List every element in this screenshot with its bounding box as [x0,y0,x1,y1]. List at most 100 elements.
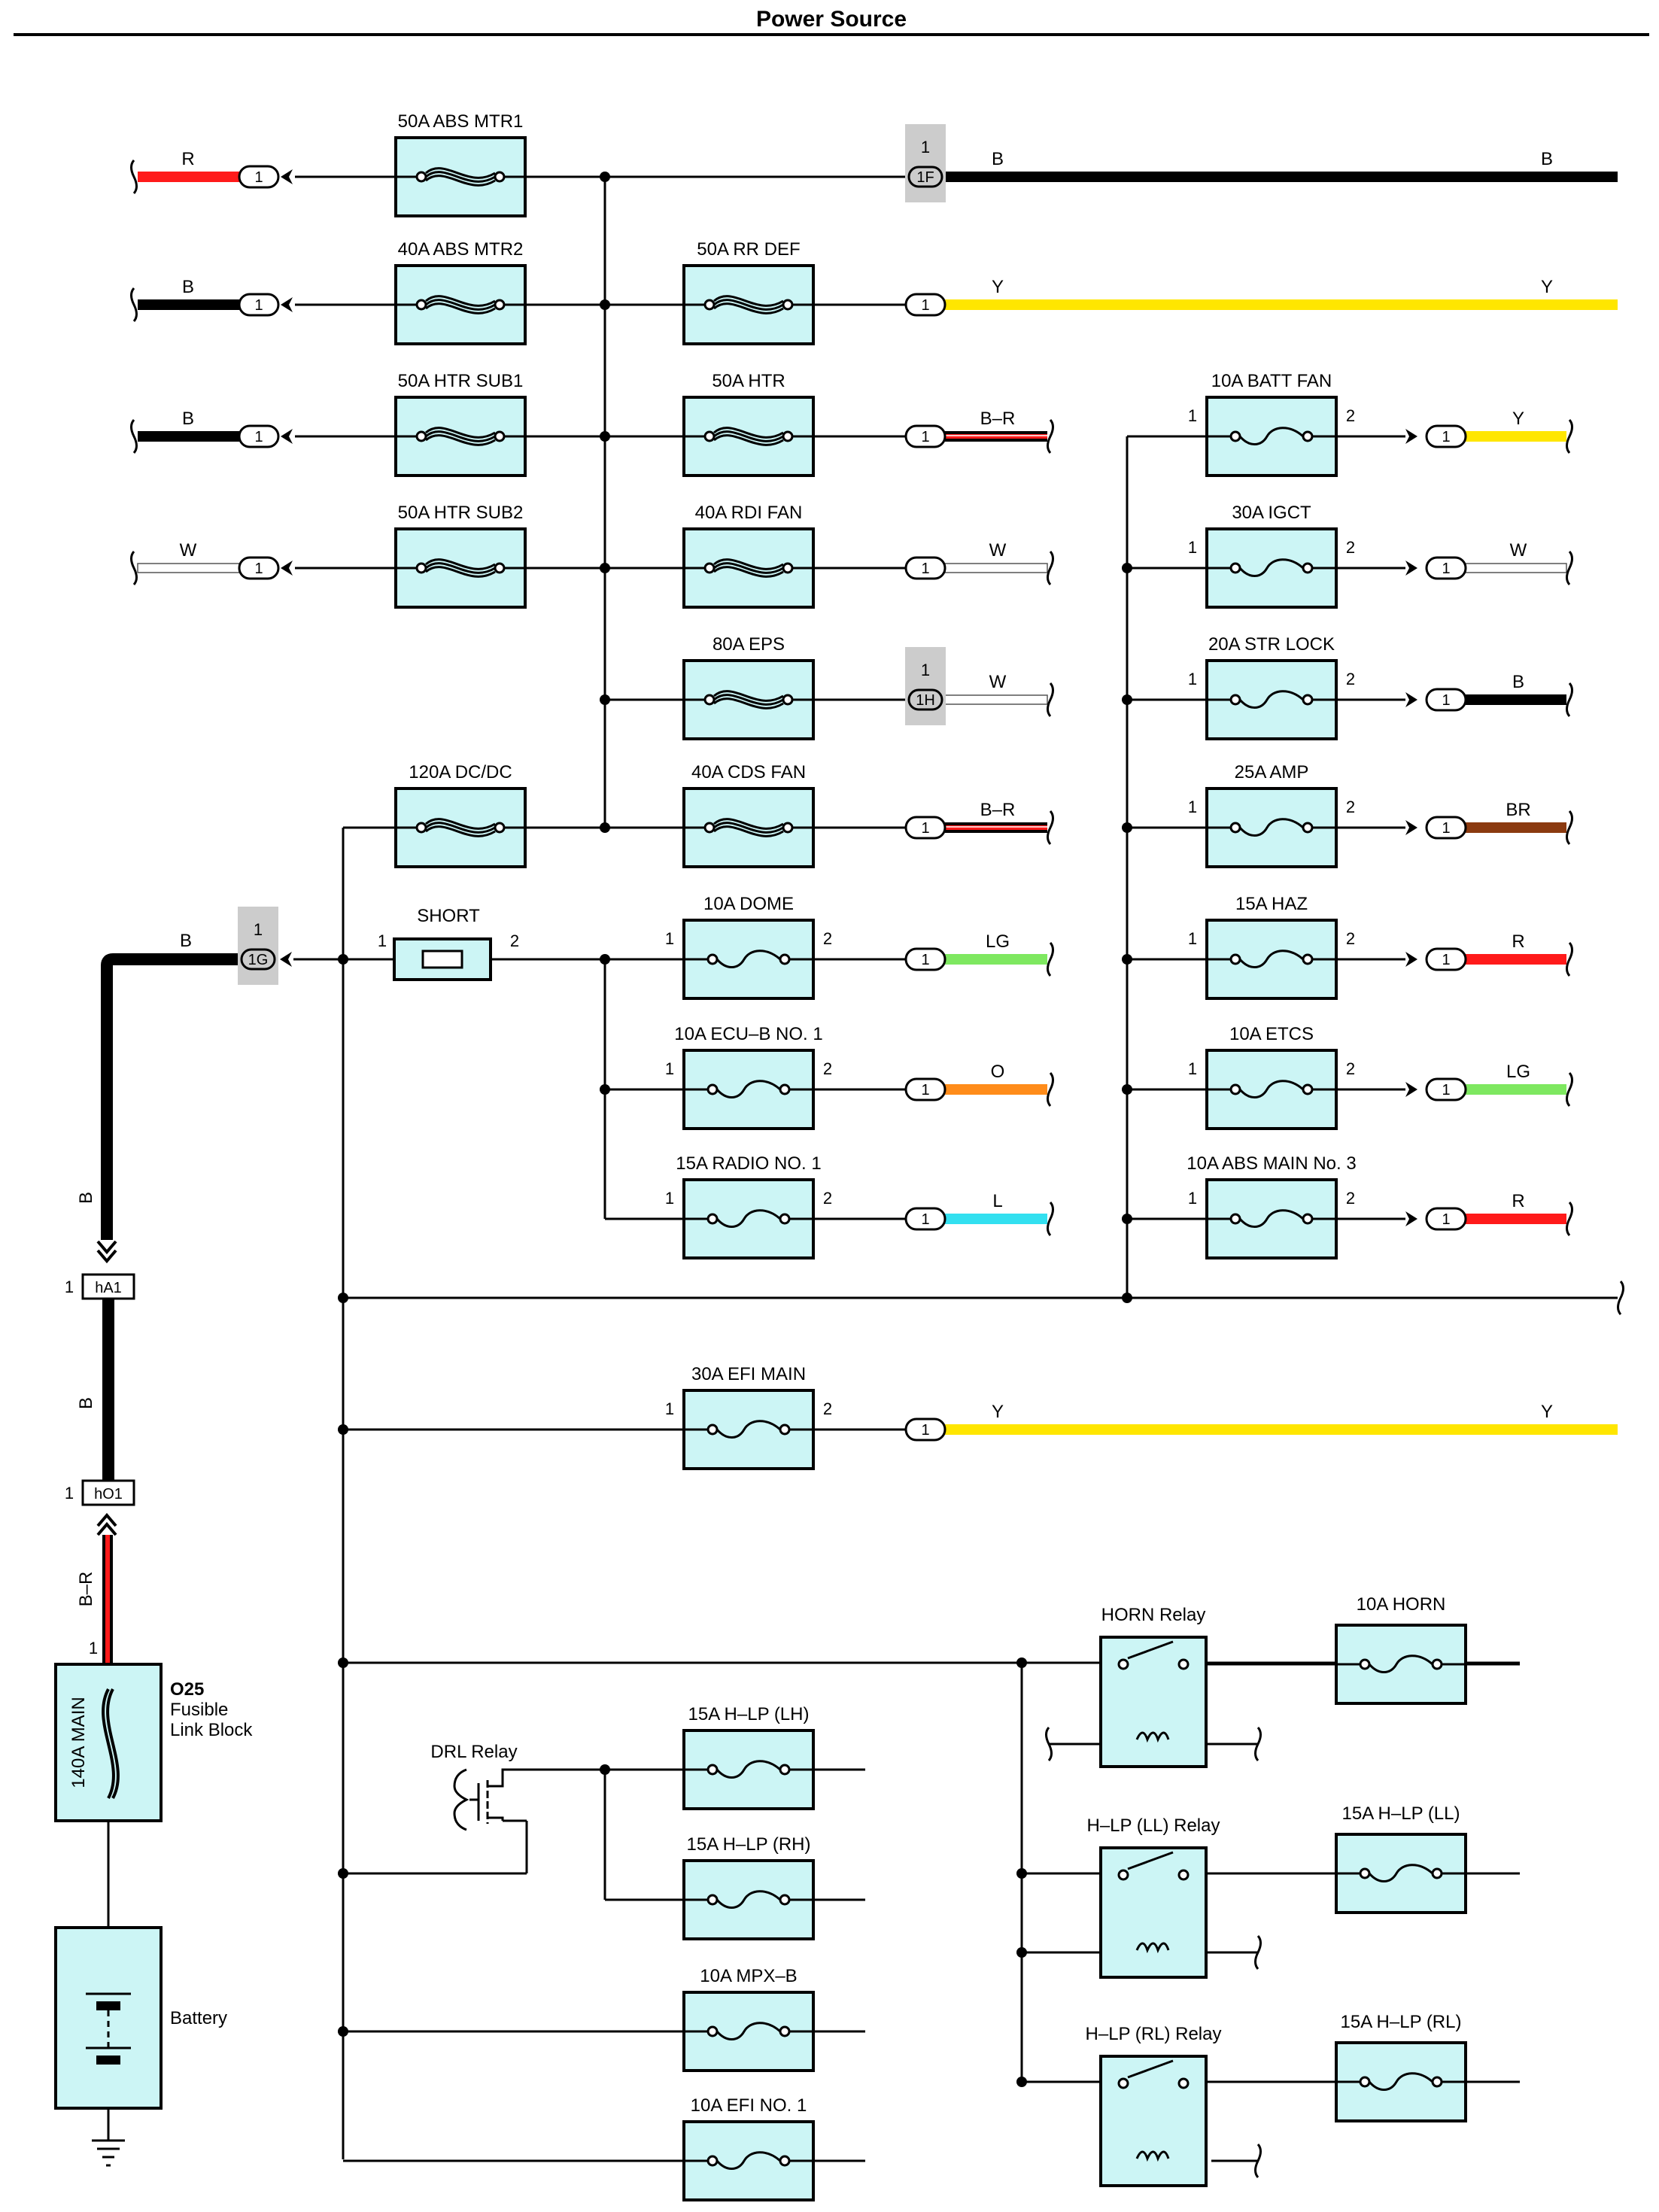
connector-mid-3-label: 1 [921,561,929,577]
junction-dot [338,954,348,965]
fuse-lower-0-element-icon [716,1760,781,1779]
fuse-mid-6-term [706,953,719,965]
fuse-mid-9-term [779,1424,791,1436]
wire-LG [1466,1084,1566,1095]
connector-0-label: 1 [254,169,263,186]
connector-right-1 [1425,556,1467,580]
fuse-hlp-rl-element-icon [1368,2072,1433,2091]
fusible-link-1-term [415,299,427,311]
fuse-label: 10A ECU–B NO. 1 [674,1024,822,1044]
wire-color-label: O [991,1062,1005,1082]
fuse-label: 80A EPS [713,634,785,655]
hlp-ll-relay-coil-icon [1135,1942,1170,1954]
fuse-right-1-term [1229,562,1241,574]
connector-right-5 [1425,1077,1467,1101]
connector-right-1-label: 1 [1442,561,1450,577]
fuse-mid-6-term [779,953,791,965]
fuse-mid-7-term [706,1083,719,1095]
fuse-label: 15A HAZ [1235,894,1308,914]
wire-Y [1466,431,1566,442]
connector-ha1-pin: 1 [65,1278,74,1296]
fuse-label: 50A RR DEF [697,239,800,260]
connector-right-0-label: 1 [1442,429,1450,445]
fusible-link-dcdc-term [494,822,506,834]
fuse-label: 50A HTR [712,371,785,391]
connector-mid-9-label: 1 [921,1422,929,1439]
wire-W [944,694,1048,705]
connector-mid-9 [904,1417,946,1442]
fusible-link-0-element-icon [425,167,496,179]
fuse-pin: 1 [1188,1189,1197,1208]
connector-arrow-icon [1405,692,1417,707]
connector-right-4-label: 1 [1442,952,1450,968]
fusible-link-3-element-icon [425,566,496,578]
wire-color-label: Y [1541,277,1553,297]
fusible-link-pin: 1 [89,1639,98,1657]
wire-color-label: R [1512,931,1524,952]
wire-continuation [1254,2144,1262,2178]
hlp-rl-relay-coil-icon [1135,2150,1170,2162]
connector-arrow-icon [1405,1082,1417,1097]
fuse-right-2-element-icon [1238,690,1304,709]
wire-W [944,563,1048,573]
fusible-link-mid-3-term [703,562,716,574]
horn-relay-contact [1177,1658,1190,1670]
short-pin-element [421,950,463,969]
connector-mid-5-label: 1 [921,820,929,837]
connector-mid-4-label: 1H [916,692,935,709]
fuse-label: 15A H–LP (RL) [1341,2012,1462,2032]
fuse-pin: 1 [1188,929,1197,948]
wire-continuation [130,160,138,194]
fusible-link-dcdc-term [415,822,427,834]
horn-relay [1099,1636,1208,1768]
fuse-lower-3-term [779,2155,791,2167]
connector-mid-1-label: 1 [921,297,929,314]
connector-mid-0-shade [905,124,946,202]
fuse-pin: 2 [1346,798,1355,816]
fuse-label: 10A ETCS [1229,1024,1314,1044]
wire-continuation [1047,1072,1054,1107]
wire-continuation [130,287,138,322]
fuse-lower-1-term [779,1894,791,1906]
fusible-link-mid-1-element-icon [713,302,784,314]
fuse-label: 40A RDI FAN [695,503,803,523]
wire-Y [945,299,1618,310]
fuse-label: 15A RADIO NO. 1 [676,1153,821,1174]
fuse-lower-2-term [779,2025,791,2037]
connector-ho1-label: hO1 [94,1486,123,1503]
connector-ha1 [81,1273,135,1300]
hlp-rl-relay-switch-icon [1127,2059,1174,2079]
fusible-link-mid-5-element-icon [713,825,784,837]
fuse-label: 50A HTR SUB1 [398,371,524,391]
connector-3-label: 1 [254,561,263,577]
fuse-pin: 1 [1188,406,1197,425]
fuse-label: 10A BATT FAN [1211,371,1332,391]
wire-continuation [1566,1202,1573,1236]
fusible-link-mid-2-term [782,430,794,442]
fuse-mid-6-element-icon [716,950,781,968]
wire-continuation [1254,1935,1262,1970]
connector-mid-7-label: 1 [921,1082,929,1098]
fuse-label: 20A STR LOCK [1208,634,1335,655]
wire-Y [945,1424,1618,1435]
fusible-link-label: 140A MAIN [68,1697,89,1788]
wire-color-label: Y [992,1402,1004,1422]
connector-mid-4-shade [905,647,946,725]
connector-ho1-pin: 1 [65,1484,74,1503]
wire-continuation [1047,682,1054,717]
wire-color-label: B [180,931,192,951]
fusible-link-mid-5-term [782,822,794,834]
fuse-right-5-term [1229,1083,1241,1095]
connector-2 [238,424,280,448]
hlp-ll-relay-contact [1177,1869,1190,1881]
ground-icon [92,2139,125,2167]
wire-continuation [1566,942,1573,977]
fuse-right-0-term [1229,430,1241,442]
connector-1g-shade [238,907,278,985]
connector-mid-2 [904,424,946,448]
wire-color-label: B–R [980,409,1016,429]
connector-mid-4-pin: 1 [921,661,930,679]
fuse-mid-8-element-icon [716,1209,781,1228]
